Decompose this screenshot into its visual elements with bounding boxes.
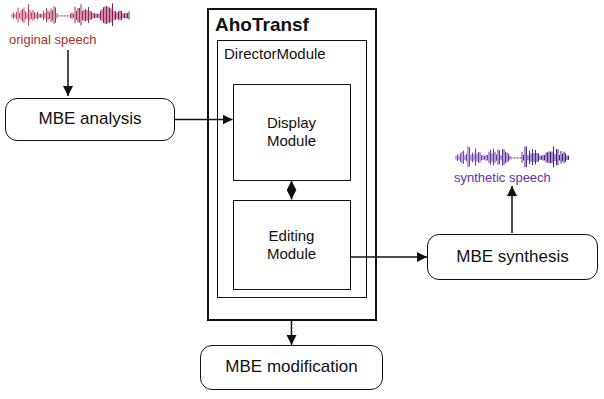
module-title: AhoTransf [215,14,309,37]
module-title: DirectorModule [224,45,326,63]
flow-arrow [351,256,428,258]
signal-arrow [67,50,69,96]
signal-caption: synthetic speech [454,170,551,185]
flow-arrow [175,119,233,121]
speech-waveform [456,146,569,167]
process-box: MBE modification [200,345,383,390]
container-box: DirectorModuleDisplay ModuleEditing Modu… [217,40,367,298]
speech-waveform [12,3,129,26]
flow-arrow [291,181,293,200]
box-label: Display Module [252,114,332,150]
signal-caption: original speech [9,32,96,47]
signal-arrow [511,186,513,233]
process-box: Editing Module [233,200,351,290]
container-box: AhoTransfDirectorModuleDisplay ModuleEdi… [207,8,377,321]
box-label: MBE analysis [39,109,142,129]
process-box: Display Module [233,84,351,181]
process-box: MBE synthesis [427,234,598,280]
box-label: MBE synthesis [456,247,568,267]
box-label: MBE modification [225,357,357,377]
box-label: Editing Module [252,227,332,263]
flow-arrow [291,321,293,345]
process-box: MBE analysis [5,98,175,141]
